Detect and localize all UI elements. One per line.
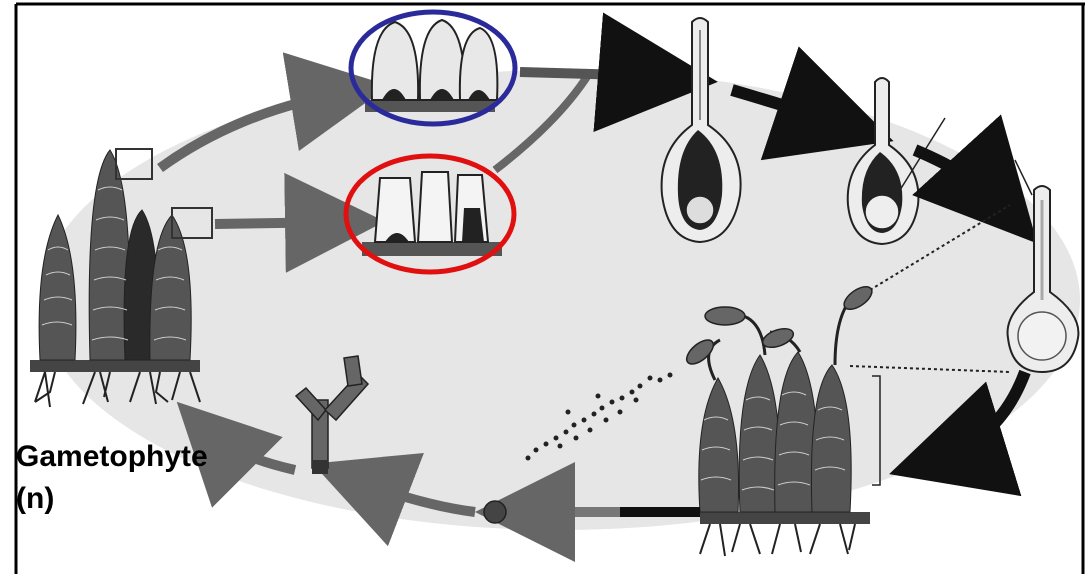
spore-icon — [484, 501, 506, 523]
gametophyte-ploidy-label: (n) — [16, 480, 54, 518]
antheridia-icon — [365, 20, 497, 112]
archegonia-icon — [362, 172, 502, 256]
gametophyte-label: Gametophyte — [16, 438, 208, 476]
